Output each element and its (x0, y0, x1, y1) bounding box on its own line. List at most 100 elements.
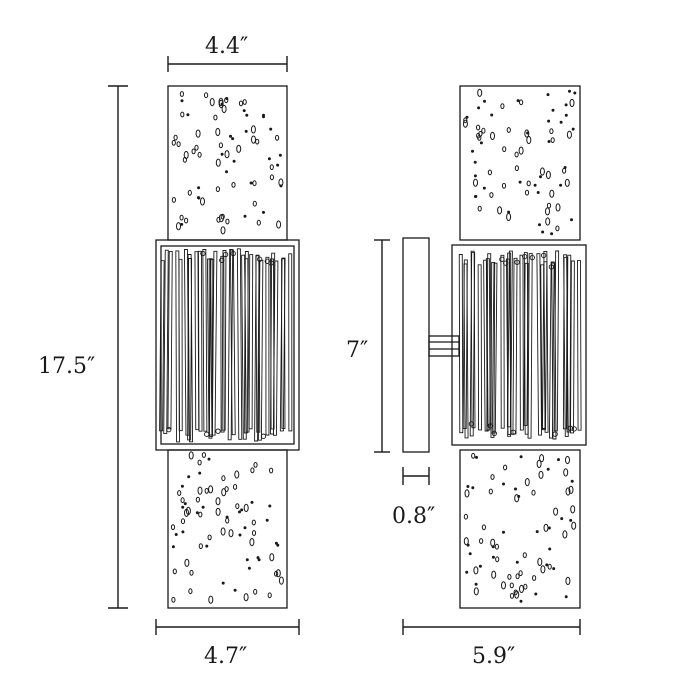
glass-texture-dot (465, 570, 469, 574)
glass-texture-dot (502, 530, 505, 534)
glass-texture-dot (234, 470, 240, 479)
glass-texture-dot (176, 222, 181, 231)
glass-texture-dot (514, 487, 517, 491)
glass-texture-dot (207, 534, 212, 541)
side-band-frame (451, 244, 587, 446)
side-arm (428, 335, 460, 357)
band-rod (257, 259, 264, 441)
glass-texture-dot (179, 91, 184, 97)
glass-texture-dot (251, 135, 256, 144)
glass-texture-dot (242, 99, 247, 105)
glass-texture-dot (545, 207, 550, 216)
glass-texture-dot (547, 563, 552, 570)
band-rod-bead (260, 433, 267, 439)
band-rod (248, 254, 254, 430)
band-rod-bead (166, 426, 172, 433)
glass-texture-dot (539, 167, 545, 176)
glass-texture-dot (548, 547, 552, 551)
band-rod (570, 260, 575, 434)
overall-depth-label: 5.9″ (472, 644, 516, 669)
glass-texture-dot (276, 220, 282, 229)
glass-texture-dot (526, 131, 530, 135)
side-upper-shade (459, 85, 581, 241)
band-rod (458, 254, 464, 434)
glass-texture-dot (538, 470, 544, 479)
glass-texture-dot (215, 497, 221, 506)
glass-texture-dot (563, 468, 569, 477)
glass-texture-dot (518, 146, 524, 155)
band-rod (220, 255, 225, 433)
glass-texture-dot (220, 152, 224, 156)
glass-texture-dot (274, 541, 278, 545)
glass-texture-dot (187, 475, 191, 479)
glass-texture-dot (201, 505, 205, 509)
glass-texture-dot (238, 533, 242, 537)
glass-texture-dot (218, 142, 223, 149)
glass-texture-dot (181, 505, 185, 509)
glass-texture-dot (570, 479, 574, 483)
dimension-lines (108, 56, 581, 635)
band-rod (462, 259, 468, 430)
glass-texture-dot (250, 467, 255, 474)
glass-texture-dot (462, 119, 468, 128)
backplate-depth-label: 0.8″ (392, 504, 436, 529)
band-rod (254, 254, 260, 442)
band-rod (490, 261, 496, 438)
glass-texture-dot (535, 530, 539, 534)
glass-texture-dot (172, 568, 177, 575)
band-rod (159, 260, 165, 432)
glass-texture-dot (519, 599, 523, 603)
glass-texture-dot (463, 513, 468, 520)
glass-texture-dot (221, 581, 225, 585)
glass-texture-dot (221, 488, 227, 497)
glass-texture-dot (464, 489, 470, 498)
glass-texture-dot (256, 219, 261, 226)
glass-texture-dot (200, 197, 205, 206)
glass-texture-dot (478, 130, 483, 137)
glass-texture-dot (220, 213, 225, 220)
band-rod (279, 257, 286, 432)
band-rod (548, 261, 555, 439)
glass-texture-dot (514, 494, 520, 503)
glass-texture-dot (196, 196, 200, 200)
glass-texture-dot (473, 174, 477, 178)
glass-texture-dot (502, 146, 507, 153)
glass-texture-dot (543, 523, 549, 532)
glass-texture-dot (550, 137, 555, 144)
band-rod (211, 250, 218, 436)
glass-texture-dot (471, 149, 474, 153)
glass-texture-dot (171, 596, 176, 603)
glass-texture-dot (514, 165, 520, 172)
glass-texture-dot (243, 526, 247, 530)
band-rod (227, 249, 234, 441)
glass-texture-dot (267, 157, 271, 161)
band-rod (236, 248, 243, 440)
front-upper-shade (167, 85, 288, 241)
glass-texture-dot (526, 135, 532, 145)
band-rod (202, 249, 208, 432)
glass-texture-dot (559, 120, 563, 124)
glass-texture-dot (184, 558, 190, 567)
glass-texture-dot (232, 159, 236, 163)
glass-texture-dot (275, 134, 280, 141)
glass-texture-dot (197, 486, 203, 495)
glass-texture-dot (564, 178, 570, 187)
glass-texture-dot (218, 97, 224, 107)
glass-texture-dot (245, 113, 249, 117)
glass-texture-dot (180, 497, 185, 504)
front-view (155, 85, 300, 609)
glass-texture-dot (171, 545, 175, 549)
band-rod-bead (541, 252, 547, 259)
glass-texture-dot (225, 517, 230, 524)
band-rod (477, 264, 483, 431)
band-rod (469, 252, 476, 437)
glass-texture-dot (235, 503, 240, 510)
band-rod (197, 250, 203, 432)
glass-texture-dot (479, 141, 483, 145)
glass-texture-dot (250, 500, 254, 504)
glass-texture-dot (238, 510, 241, 514)
glass-texture-dot (269, 127, 273, 131)
glass-texture-dot (541, 230, 545, 234)
glass-texture-dot (536, 459, 542, 468)
